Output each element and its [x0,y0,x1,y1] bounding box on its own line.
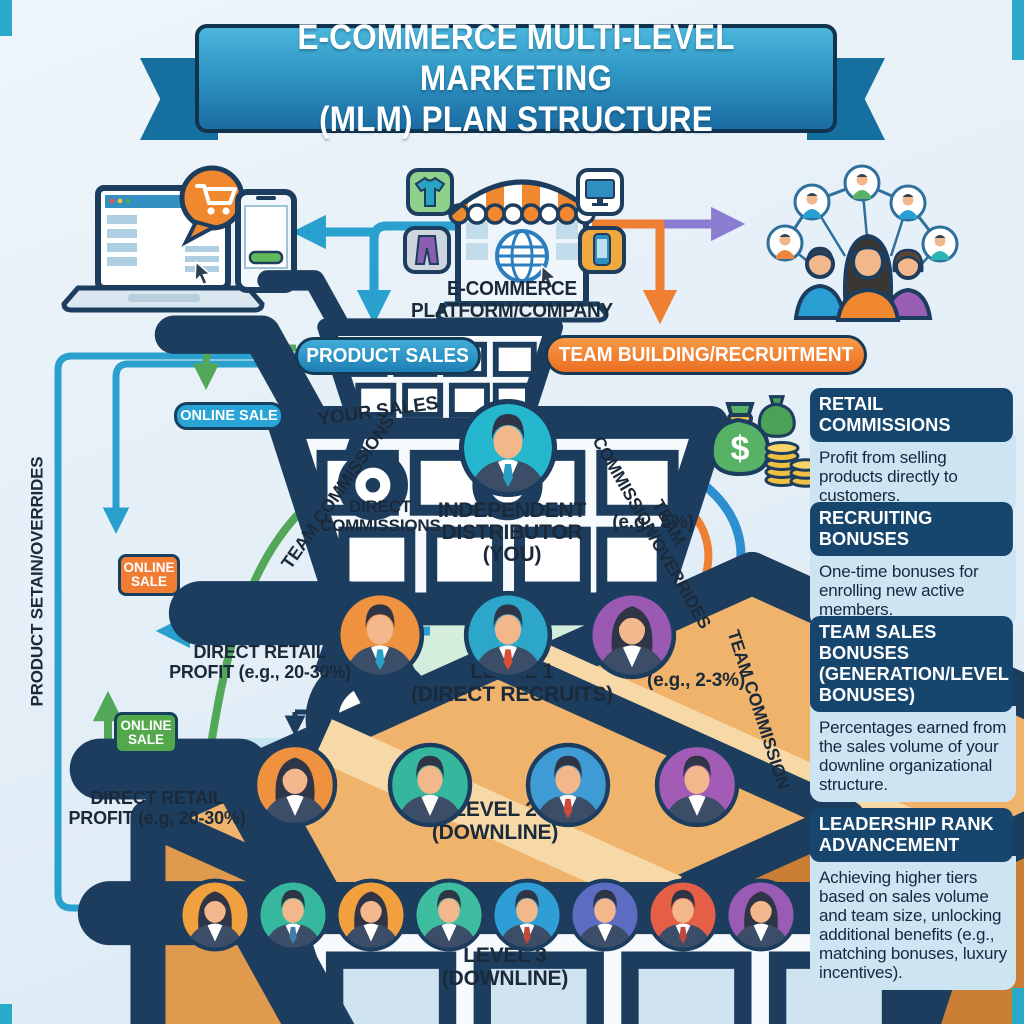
rail-to-level3-arrow [54,352,296,922]
svg-text:$: $ [731,430,750,468]
corner-mark-br [1012,988,1024,1024]
panel-title: RETAIL COMMISSIONS [810,388,1013,442]
avatar-level3-5 [490,878,564,952]
distributor-label: INDEPENDENT DISTRIBUTOR (YOU) [437,499,587,567]
level3-label: LEVEL 3 (DOWNLINE) [441,944,569,991]
online-sale-tag-bottom: ONLINE SALE [114,712,178,754]
panel-body: Profit from selling products directly to… [810,435,1016,513]
corner-mark-tr [1012,0,1024,60]
product-sales-badge: PRODUCT SALES [295,337,481,375]
avatar-level2-3 [525,742,611,828]
distributor-avatar [458,398,558,498]
online-sale-tag-mid: ONLINE SALE [118,554,180,596]
panel-body: Achieving higher tiers based on sales vo… [810,855,1016,990]
teal-down-arrow [356,221,455,325]
laptop-shopping-icon [61,165,712,768]
avatar-level2-2 [387,742,473,828]
product-retain-overrides-label: PRODUCT SETAIN/OVERRIDES [27,456,47,707]
avatar-level3-8 [724,878,798,952]
direct-commissions-label: DIRECT COMMISSIONS [320,497,441,536]
eg-2-3-percent-label: (e.g., 2-3%) [647,670,745,691]
avatar-level3-4 [412,878,486,952]
ecommerce-platform-icon [403,168,626,323]
avatar-level2-4 [654,742,740,828]
phone-shopping-icon [235,189,556,513]
awning-icon [448,179,596,225]
avatar-level3-3 [334,878,408,952]
avatar-level3-6 [568,878,642,952]
panel-title: RECRUITING BONUSES [810,502,1013,556]
team-network-icon [766,164,959,322]
avatar-level1-2 [463,590,553,680]
avatar-level3-7 [646,878,720,952]
top-arrows [291,206,746,325]
panel-team-sales-bonuses: TEAM SALES BONUSES (GENERATION/LEVEL BON… [810,616,1016,802]
corner-mark-bl [0,1004,12,1024]
direct-retail-profit-bottom-label: DIRECT RETAIL PROFIT (e.g, 20-30%) [68,788,246,829]
online-sale-tag-top: ONLINE SALE [174,402,284,430]
panel-body: Percentages earned from the sales volume… [810,705,1016,802]
direct-retail-profit-top-label: DIRECT RETAIL PROFIT (e.g., 20-30%) [169,642,351,683]
eg-5-percent-label: (e.g., 5%) [612,512,694,533]
page-title: E-COMMERCE MULTI-LEVEL MARKETING (MLM) P… [297,17,735,140]
platform-label: E-COMMERCE PLATFORM/COMPANY [410,278,614,323]
title-banner: E-COMMERCE MULTI-LEVEL MARKETING (MLM) P… [140,18,885,140]
panel-title: TEAM SALES BONUSES (GENERATION/LEVEL BON… [810,616,1013,712]
product-tile-icons [403,168,626,274]
avatar-level3-2 [256,878,330,952]
avatar-level2-1 [252,742,338,828]
panel-body: One-time bonuses for enrolling new activ… [810,549,1016,627]
level2-label: LEVEL 2 (DOWNLINE) [431,798,559,845]
panel-retail-commissions: RETAIL COMMISSIONS Profit from selling p… [810,388,1016,513]
avatar-level1-1 [335,590,425,680]
team-building-badge: TEAM BUILDING/RECRUITMENT [545,335,867,375]
product-sales-label: PRODUCT SALES [306,344,470,367]
panel-leadership-rank: LEADERSHIP RANK ADVANCEMENT Achieving hi… [810,808,1016,990]
avatar-level1-3 [587,590,677,680]
panel-title: LEADERSHIP RANK ADVANCEMENT [810,808,1013,862]
money-bags-icon: $ [709,395,823,488]
avatar-level3-1 [178,878,252,952]
corner-mark-tl [0,0,12,36]
panel-recruiting-bonuses: RECRUITING BONUSES One-time bonuses for … [810,502,1016,627]
rail-to-cart2-arrow [102,360,296,534]
team-building-label: TEAM BUILDING/RECRUITMENT [558,343,854,366]
